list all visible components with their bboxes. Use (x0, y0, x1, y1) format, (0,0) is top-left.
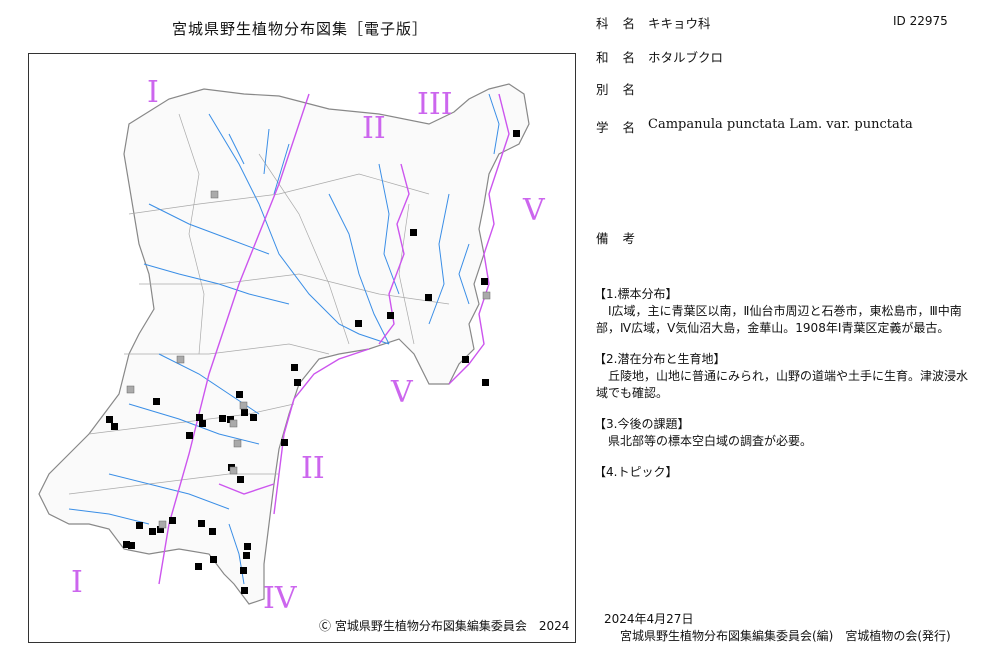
record-marker (387, 312, 394, 319)
record-marker (136, 522, 143, 529)
record-marker (243, 552, 250, 559)
record-marker (240, 567, 247, 574)
record-marker (425, 294, 432, 301)
record-marker (158, 520, 167, 529)
publication-date: 2024年4月27日 (604, 612, 694, 626)
remarks-key: 備考 (596, 231, 650, 246)
page-title: 宮城県野生植物分布図集［電子版］ (171, 20, 428, 38)
record-marker (128, 542, 135, 549)
record-marker (219, 415, 226, 422)
note-1-title: 【1.標本分布】 (594, 287, 678, 301)
record-marker (106, 416, 113, 423)
record-marker (239, 401, 248, 410)
record-marker (195, 563, 202, 570)
region-label-5b: V (390, 375, 414, 410)
note-1-body: Ⅰ広域，主に青葉区以南，Ⅱ仙台市周辺と石巻市，東松島市，Ⅲ中南部，Ⅳ広域，Ⅴ気仙… (596, 304, 962, 335)
distribution-map: I II III V V II I IV (28, 53, 576, 643)
map-copyright: Ⓒ 宮城県野生植物分布図集編集委員会 2024 (319, 619, 570, 633)
region-label-1b: I (71, 565, 83, 600)
japanese-name-value: ホタルブクロ (648, 50, 724, 65)
region-label-4: IV (263, 581, 298, 616)
record-marker (481, 278, 488, 285)
region-label-1: I (147, 75, 159, 110)
record-marker (210, 190, 219, 199)
record-marker (482, 379, 489, 386)
japanese-name-key: 和名 (596, 50, 650, 65)
family-value: キキョウ科 (648, 16, 711, 31)
record-marker (229, 419, 238, 428)
record-marker (210, 556, 217, 563)
record-marker (294, 379, 301, 386)
note-2-body: 丘陵地，山地に普通にみられ，山野の道端や土手に生育。津波浸水域でも確認。 (596, 369, 969, 400)
record-marker (237, 476, 244, 483)
scientific-name-key: 学名 (596, 120, 650, 135)
record-marker (198, 520, 205, 527)
record-marker (233, 439, 242, 448)
record-marker (186, 432, 193, 439)
map-svg: I II III V V II I IV (38, 75, 546, 616)
scientific-name-value: Campanula punctata Lam. var. punctata (648, 117, 913, 132)
record-id: ID 22975 (893, 14, 948, 28)
note-3-body: 県北部等の標本空白域の調査が必要。 (596, 434, 813, 448)
record-marker (209, 528, 216, 535)
alias-key: 別名 (596, 82, 650, 97)
rivers (68, 93, 500, 585)
record-marker (126, 385, 135, 394)
record-marker (199, 420, 206, 427)
remarks-row: 備考 (596, 228, 650, 247)
record-marker (482, 291, 491, 300)
region-label-2b: II (301, 451, 325, 486)
record-marker (513, 130, 520, 137)
japanese-name-row: 和名 ホタルブクロ (596, 47, 723, 66)
record-marker (123, 541, 130, 548)
record-marker (410, 229, 417, 236)
note-2-title: 【2.潜在分布と生育地】 (594, 352, 726, 366)
record-marker (281, 439, 288, 446)
record-marker (157, 526, 164, 533)
record-marker (291, 364, 298, 371)
record-marker (241, 587, 248, 594)
record-marker (111, 423, 118, 430)
record-marker (462, 356, 469, 363)
family-row: 科名 キキョウ科 (596, 13, 711, 32)
record-marker (149, 528, 156, 535)
record-marker (169, 517, 176, 524)
note-3-title: 【3.今後の課題】 (594, 417, 690, 431)
region-label-2: II (362, 111, 386, 146)
record-marker (250, 414, 257, 421)
alias-row: 別名 (596, 79, 650, 98)
record-marker (176, 355, 185, 364)
notes-section: 【1.標本分布】 Ⅰ広域，主に青葉区以南，Ⅱ仙台市周辺と石巻市，東松島市，Ⅲ中南… (594, 286, 978, 481)
record-marker (244, 543, 251, 550)
publisher: 宮城県野生植物分布図集編集委員会(編) 宮城植物の会(発行) (620, 629, 951, 643)
record-marker (227, 416, 234, 423)
record-marker (153, 398, 160, 405)
region-label-5a: V (522, 193, 546, 228)
note-4-title: 【4.トピック】 (594, 465, 678, 479)
scientific-name-row: 学名 Campanula punctata Lam. var. punctata (596, 117, 913, 136)
region-label-3: III (417, 87, 453, 122)
record-marker (241, 409, 248, 416)
record-markers (106, 130, 520, 594)
record-marker (196, 414, 203, 421)
record-marker (229, 466, 238, 475)
record-marker (236, 391, 243, 398)
family-key: 科名 (596, 16, 650, 31)
record-marker (355, 320, 362, 327)
